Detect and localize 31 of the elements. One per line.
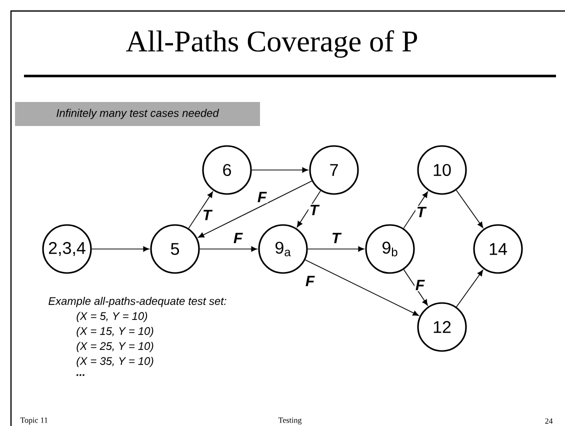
edge-label: F — [414, 278, 426, 292]
arrow — [403, 192, 428, 229]
arrow — [296, 190, 321, 228]
test-case: (X = 25, Y = 10) — [76, 342, 154, 352]
arrow — [403, 269, 428, 306]
arrow — [307, 246, 364, 252]
test-case: (X = 35, Y = 10) — [76, 356, 154, 368]
arrow — [198, 180, 312, 238]
footer-text: Topic 11 — [20, 418, 48, 424]
arrow — [456, 270, 484, 308]
test-case: (X = 5, Y = 10) — [76, 312, 148, 322]
test-case: (X = 15, Y = 10) — [76, 326, 154, 338]
arrow — [91, 246, 150, 252]
edge-label: T — [201, 208, 213, 222]
footer-text: Testing — [278, 417, 302, 424]
arrow — [188, 192, 213, 229]
arrow — [251, 167, 308, 173]
example-heading: Example all-paths-adequate test set: — [48, 296, 226, 308]
arrow — [304, 260, 419, 316]
edge-label: F — [256, 190, 268, 204]
arrow — [199, 246, 258, 252]
edge-label: F — [304, 274, 316, 288]
edge-label: T — [330, 232, 342, 244]
edge-label: F — [232, 232, 244, 244]
edge-label: T — [308, 204, 320, 216]
title: All-Paths Coverage of P — [126, 30, 418, 58]
footer-text: 24 — [545, 418, 553, 424]
arrow — [456, 190, 484, 228]
banner: Infinitely many test cases needed — [15, 102, 260, 126]
ellipsis: ... — [76, 374, 84, 376]
edge-label: T — [415, 206, 427, 218]
